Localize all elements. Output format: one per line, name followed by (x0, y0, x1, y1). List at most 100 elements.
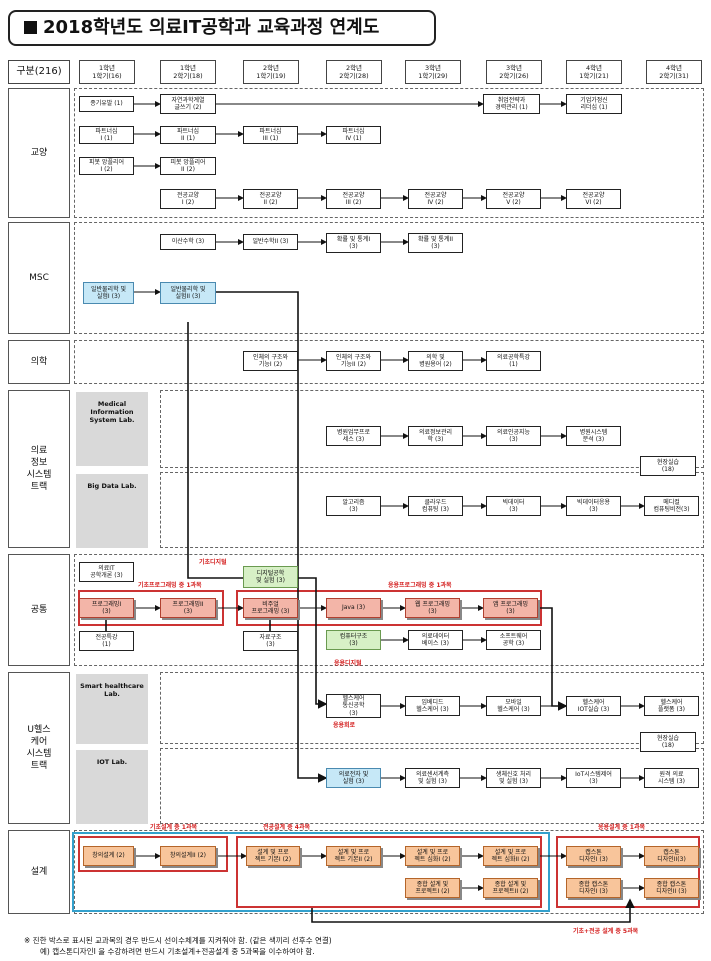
course-box-c43: 웹 프로그래밍 (3) (405, 598, 460, 618)
semester-year: 4학년 (665, 64, 683, 72)
course-box-c19: 확률 및 통계I (3) (326, 233, 381, 253)
course-label: 종합 캡스톤 디자인II (3) (656, 880, 687, 896)
course-label: 종합 캡스톤 디자인I (3) (578, 880, 609, 896)
course-box-c13: 전공교양 III (2) (326, 189, 381, 209)
course-box-c68: 종합 설계 및 프로젝트II (2) (483, 878, 538, 898)
semester-year: 1학년 (179, 64, 197, 72)
course-label: 캡스톤 디자인I (3) (579, 848, 608, 864)
course-box-c42: Java (3) (326, 598, 381, 618)
course-label: 설계 및 프로 젝트 기본II (2) (334, 848, 373, 864)
course-box-c71: 종합 캡스톤 디자인I (3) (566, 878, 621, 898)
course-box-c32: 알고리즘 (3) (326, 496, 381, 516)
course-box-c12: 전공교양 II (2) (243, 189, 298, 209)
course-label: 인체의 구조와 기능II (2) (335, 353, 372, 369)
bold-paths (105, 291, 635, 923)
semester-term: 1학기(21) (579, 72, 609, 80)
section-liberal: 교양 (8, 88, 70, 218)
course-label: 전공교양 IV (2) (424, 191, 447, 207)
course-label: 피봇 앙플리어 II (2) (170, 158, 206, 174)
course-box-c38: 디지털공학 및 실험 (3) (243, 566, 298, 588)
semester-term: 2학기(31) (659, 72, 689, 80)
course-label: 디지털공학 및 실험 (3) (256, 569, 285, 585)
course-label: 알고리즘 (3) (342, 498, 365, 514)
course-box-c24: 인체의 구조와 기능II (2) (326, 351, 381, 371)
semester-term: 1학기(19) (256, 72, 286, 80)
course-label: 종합 설계 및 프로젝트I (2) (415, 880, 450, 896)
course-label: 병원시스템 분석 (3) (579, 428, 608, 444)
course-box-c55: 현장실습 (18) (640, 732, 696, 752)
course-label: 종합 설계 및 프로젝트II (2) (492, 880, 529, 896)
course-box-c6: 파트너십 II (1) (160, 126, 216, 144)
frame-basic-major-design (72, 832, 550, 912)
course-label: 피봇 앙플리어 I (2) (88, 158, 125, 174)
course-box-c25: 의학 및 병원용어 (2) (408, 351, 463, 371)
course-box-c7: 파트너십 III (1) (243, 126, 298, 144)
course-label: 원격 의료 시스템 (3) (658, 770, 685, 786)
course-label: 전공교양 II (2) (259, 191, 282, 207)
course-label: 전공교양 I (2) (176, 191, 200, 207)
arrows (134, 101, 645, 891)
section-design: 설계 (8, 830, 70, 914)
course-label: 컴퓨터구조 (3) (339, 632, 368, 648)
course-box-c44: 앱 프로그래밍 (3) (483, 598, 538, 618)
course-label: 의료정보관리 학 (3) (418, 428, 453, 444)
semester-year: 3학년 (424, 64, 442, 72)
course-box-c21: 일반물리학 및 실험I (3) (83, 282, 134, 304)
semester-year: 1학년 (98, 64, 116, 72)
course-label: 모바일 헬스케어 (3) (497, 698, 530, 714)
course-label: 설계 및 프로 젝트 심화I (2) (414, 848, 451, 864)
course-label: 이산수학 (3) (171, 238, 205, 246)
label-basic-design: 기초설계 중 1과목 (150, 824, 197, 831)
course-label: 설계 및 프로 젝트 기본I (2) (254, 848, 292, 864)
square-bullet-icon (24, 21, 37, 34)
course-label: 자연과학계열 글쓰기 (2) (171, 96, 205, 112)
course-label: 일반물리학 및 실험II (3) (170, 285, 206, 301)
course-label: 의학 및 병원용어 (2) (419, 353, 452, 369)
course-label: 소프트웨어 공학 (3) (499, 632, 528, 648)
course-label: 웹 프로그래밍 (3) (414, 600, 451, 616)
semester-term: 1학기(16) (92, 72, 122, 80)
frame-major-design (236, 836, 542, 908)
panel-iot-lab (160, 748, 704, 824)
course-box-c17: 이산수학 (3) (160, 234, 216, 250)
course-box-c14: 전공교양 IV (2) (408, 189, 463, 209)
section-medicine: 의학 (8, 340, 70, 384)
course-box-c10: 피봇 앙플리어 II (2) (160, 157, 216, 175)
course-box-c31: 현장실습 (18) (640, 456, 696, 476)
course-box-c22: 일반물리학 및 실험II (3) (160, 282, 216, 304)
course-box-c56: 의료전자 및 실험 (3) (326, 768, 381, 788)
panel-msc (74, 222, 704, 334)
course-box-c46: 자료구조 (3) (243, 631, 298, 651)
course-label: 의료공학특강 (1) (496, 353, 531, 369)
course-box-c30: 병원시스템 분석 (3) (566, 426, 621, 446)
course-label: 비주얼 프로그래밍 (3) (251, 600, 290, 616)
lab-big-data: Big Data Lab. (76, 474, 148, 548)
label-applied-digital: 응용디지털 (334, 660, 362, 667)
section-msc: MSC (8, 222, 70, 334)
label-basic-digital: 기초디지털 (199, 559, 227, 566)
course-label: 현장실습 (18) (656, 458, 680, 474)
course-box-c18: 일반수학II (3) (243, 234, 298, 250)
label-applied-circuit: 응용회로 (333, 722, 356, 729)
course-box-c45: 전공특강 (1) (79, 631, 134, 651)
course-label: 의료전자 및 실험 (3) (338, 770, 369, 786)
course-box-c35: 빅데이터응용 (3) (566, 496, 621, 516)
panel-bigdata-lab (160, 472, 704, 548)
course-box-c33: 클라우드 컴퓨팅 (3) (408, 496, 463, 516)
semester-term: 1학기(29) (418, 72, 448, 80)
course-label: 전공교양 VI (2) (582, 191, 605, 207)
course-box-c59: IoT시스템제어 (3) (566, 768, 621, 788)
course-label: 자료구조 (3) (259, 633, 282, 649)
section-uhealth-track: U헬스 케어 시스템 트랙 (8, 672, 70, 824)
course-label: 클라우드 컴퓨팅 (3) (422, 498, 449, 514)
course-box-c15: 전공교양 V (2) (486, 189, 541, 209)
course-label: 프로그래밍II (3) (172, 600, 204, 616)
course-label: 캡스톤 디자인II(3) (657, 848, 686, 864)
course-label: Java (3) (341, 604, 366, 612)
category-header: 구분(216) (8, 60, 70, 84)
